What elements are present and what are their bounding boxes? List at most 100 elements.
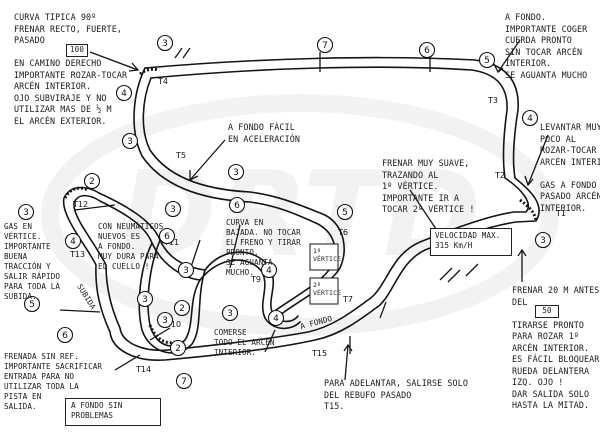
gear-number: 3	[23, 208, 29, 218]
gear-number: 5	[484, 56, 490, 66]
note-con-neumaticos: CON NEUMÁTICOS NUEVOS ES A FONDO. MUY DU…	[98, 222, 164, 271]
gear-number: 3	[127, 137, 133, 147]
turn-label-t15: T15	[311, 349, 327, 358]
gear-number: 3	[233, 168, 239, 178]
gear-number: 7	[322, 41, 328, 51]
gear-circle: 4	[64, 232, 82, 250]
gear-circle: 3	[156, 34, 174, 52]
gear-number: 2	[179, 304, 185, 314]
turn-label-t4: T4	[157, 77, 168, 86]
gear-circle: 3	[121, 132, 139, 150]
gear-number: 3	[183, 266, 189, 276]
turn-label-t12: T12	[72, 200, 88, 209]
kerbs	[63, 67, 538, 345]
gear-number: 3	[162, 39, 168, 49]
gear-circle: 4	[115, 84, 133, 102]
gear-number: 4	[266, 266, 272, 276]
turn-label-t13: T13	[69, 250, 85, 259]
gear-number: 3	[142, 295, 148, 305]
gear-circle: 4	[521, 109, 539, 127]
turn-label-t14: T14	[135, 365, 151, 374]
gear-number: 6	[164, 232, 170, 242]
gear-circle: 6	[418, 41, 436, 59]
note-para-adelantar: PARA ADELANTAR, SALIRSE SOLO DEL REBUFO …	[324, 378, 468, 411]
turn-label-t6: T6	[337, 228, 348, 237]
note-frenar-suave: FRENAR MUY SUAVE, TRAZANDO AL 1º VÉRTICE…	[382, 158, 475, 214]
turn-label-t9: T9	[250, 275, 261, 284]
watermark: DRTD	[41, 94, 559, 336]
gear-circle: 6	[228, 196, 246, 214]
track-hairpin-2	[138, 242, 206, 354]
gear-circle: 5	[23, 295, 41, 313]
a-fondo-sin-problemas-box: A FONDO SIN PROBLEMAS	[65, 398, 161, 426]
marker-100-text: 100	[69, 45, 84, 54]
gear-circle: 6	[158, 227, 176, 245]
vertex-2-sign	[309, 277, 339, 305]
gear-number: 3	[162, 316, 168, 326]
gear-number: 5	[342, 208, 348, 218]
track-infield	[142, 77, 345, 316]
gear-circles: 3 7 6 5 4 4 3 3 3 6 5 4 2 3 3 3 2 4 3 4 6 5 3 2 3 6 7	[17, 34, 552, 390]
gear-circle: 3	[534, 231, 552, 249]
vertex-1-sign	[309, 243, 339, 271]
gear-circle: 5	[336, 203, 354, 221]
gear-circle: 3	[221, 304, 239, 322]
gear-circle: 6	[56, 326, 74, 344]
gear-circle: 3	[136, 290, 154, 308]
gear-circle: 5	[478, 51, 496, 69]
gear-circle: 4	[260, 261, 278, 279]
gear-number: 2	[89, 177, 95, 187]
gear-number: 4	[273, 314, 279, 324]
turn-label-t3: T3	[487, 96, 498, 105]
gear-number: 7	[181, 377, 187, 387]
track-edge-inner	[73, 66, 530, 352]
note-a-fondo-top: A FONDO. IMPORTANTE COGER CUERDA PRONTO …	[505, 12, 588, 80]
annotation-arrows	[59, 39, 549, 381]
vertex-1-text: 1º VÉRTICE	[313, 247, 342, 263]
gear-number: 3	[540, 236, 546, 246]
markers	[174, 47, 479, 354]
gear-circle: 7	[175, 372, 193, 390]
gear-circle: 3	[156, 311, 174, 329]
kerb-t12	[63, 186, 89, 199]
note-frenada-sin-ref: FRENADA SIN REF. IMPORTANTE SACRIFICAR E…	[4, 352, 103, 411]
a-fondo-sin-problemas-text: A FONDO SIN PROBLEMAS	[71, 401, 123, 420]
gear-circle: 2	[173, 299, 191, 317]
kerb-t4	[139, 67, 159, 76]
gear-number: 4	[527, 114, 533, 124]
marker-100-box: 100	[66, 44, 88, 57]
note-frenar-20m: FRENAR 20 M ANTES DEL TIRARSE PRONTO PAR…	[512, 285, 600, 410]
gear-circle: 2	[169, 339, 187, 357]
watermark-text: DRTD	[119, 145, 481, 283]
velocidad-max-text: VELOCIDAD MAX. 315 Km/H	[435, 231, 501, 250]
track-hairpin	[147, 239, 201, 347]
gear-number: 6	[62, 331, 68, 341]
turn-label-t7: T7	[342, 295, 353, 304]
note-gas-en-vertice: GAS EN VÉRTICE. IMPORTANTE BUENA TRACCIÓ…	[4, 222, 61, 301]
gear-number: 6	[234, 201, 240, 211]
vertex-2-text: 2º VÉRTICE	[313, 281, 342, 297]
gear-circle: 4	[267, 309, 285, 327]
gear-number: 5	[29, 300, 35, 310]
gear-number: 2	[175, 344, 181, 354]
turn-label-t5: T5	[175, 151, 186, 160]
marker-50-box: 50	[535, 305, 559, 318]
gear-number: 6	[424, 46, 430, 56]
note-curva-en-bajada: CURVA EN BAJADA. NO TOCAR EL FRENO Y TIR…	[226, 218, 301, 277]
note-a-fondo-facil: A FONDO FÁCIL EN ACELERACIÓN	[228, 122, 300, 144]
gear-number: 3	[170, 205, 176, 215]
gear-circle: 3	[164, 200, 182, 218]
track-twisty	[199, 259, 301, 330]
gear-number: 3	[227, 309, 233, 319]
gear-circle: 3	[177, 261, 195, 279]
gear-circle: 2	[83, 172, 101, 190]
gear-circle: 3	[227, 163, 245, 181]
gear-number: 4	[70, 237, 76, 247]
turn-label-t10: T10	[165, 320, 181, 329]
turn-label-t1: T1	[555, 209, 566, 218]
note-comerse: COMERSE TODO EL ARCÉN INTERIOR.	[214, 328, 275, 357]
gear-circle: 7	[316, 36, 334, 54]
velocidad-max-box: VELOCIDAD MAX. 315 Km/H	[430, 228, 512, 256]
